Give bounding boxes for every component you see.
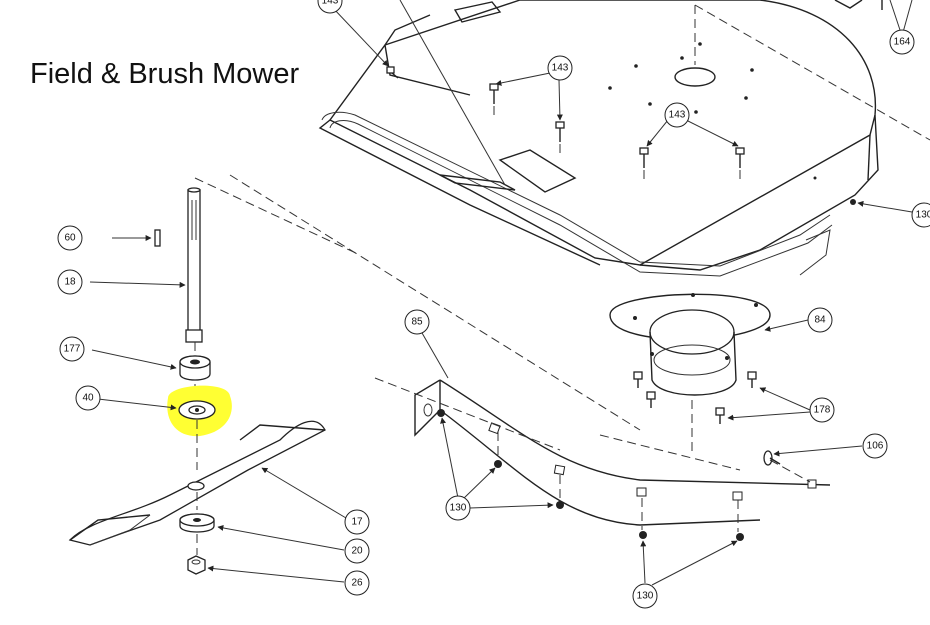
callout-label: 143 (552, 63, 569, 74)
callout-130-left: 130 (445, 495, 471, 521)
callout-106: 106 (862, 433, 888, 459)
callout-26: 26 (344, 570, 370, 596)
callout-label: 177 (64, 344, 81, 355)
callout-label: 143 (322, 0, 339, 7)
callout-130-right: 130 (911, 202, 930, 228)
callout-label: 26 (351, 578, 363, 589)
callout-label: 164 (894, 37, 911, 48)
callout-85: 85 (404, 309, 430, 335)
callout-label: 17 (351, 517, 363, 528)
callout-17: 17 (344, 509, 370, 535)
mower-deck (318, 0, 930, 277)
callout-143-b: 143 (664, 102, 690, 128)
shield-fasteners (437, 409, 863, 586)
callout-label: 85 (411, 317, 423, 328)
callout-143-a: 143 (547, 55, 573, 81)
mower-blade (68, 420, 347, 546)
callout-label: 84 (814, 315, 826, 326)
callout-label: 60 (64, 233, 76, 244)
deck-bolts (332, 0, 913, 213)
callout-label: 106 (867, 441, 884, 452)
callout-label: 178 (814, 405, 831, 416)
callout-label: 20 (351, 546, 363, 557)
deflector-shield (374, 325, 831, 532)
callout-60: 60 (57, 225, 83, 251)
callout-label: 18 (64, 277, 76, 288)
callout-178: 178 (809, 397, 835, 423)
callout-label: 143 (669, 110, 686, 121)
callout-177: 177 (59, 336, 85, 362)
diagram-title: Field & Brush Mower (30, 58, 300, 90)
bearing-housing (609, 293, 809, 396)
callout-label: 40 (82, 393, 94, 404)
callout-label: 130 (916, 210, 930, 221)
callout-label: 130 (637, 591, 654, 602)
callout-164: 164 (889, 29, 915, 55)
callout-84: 84 (807, 307, 833, 333)
housing-bolts (633, 371, 811, 455)
callout-143-top: 143 (317, 0, 343, 14)
callout-18: 18 (57, 269, 83, 295)
callout-40: 40 (75, 385, 101, 411)
callout-label: 130 (450, 503, 467, 514)
spacer-40-highlight (97, 385, 232, 470)
washer-20 (179, 513, 345, 555)
spindle-assembly (89, 174, 641, 431)
nut-26 (187, 555, 345, 583)
callout-20: 20 (344, 538, 370, 564)
callout-130-bottom: 130 (632, 583, 658, 609)
